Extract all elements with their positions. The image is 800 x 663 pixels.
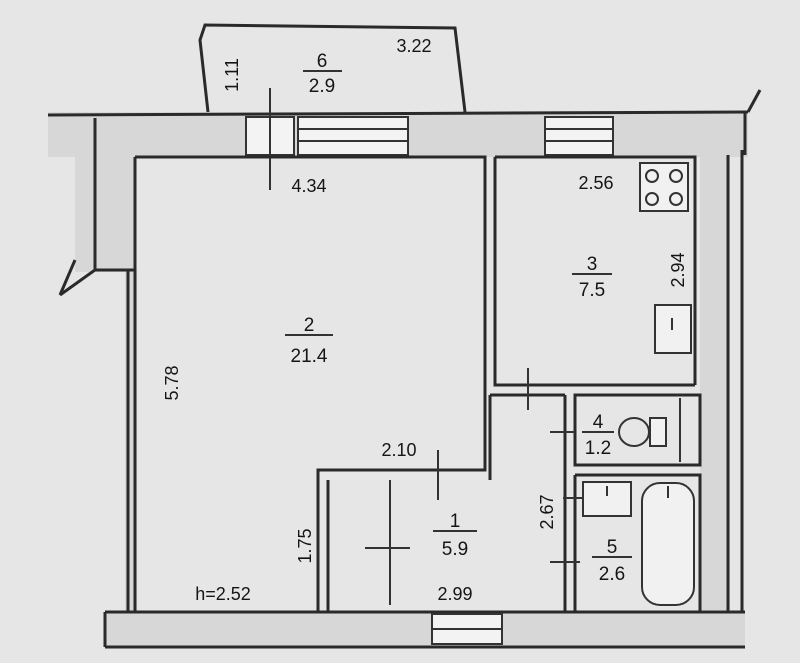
ceiling-height: h=2.52 [195, 584, 251, 604]
dim-kitchen-width: 2.56 [578, 173, 613, 193]
dim-corridor-width: 2.10 [381, 440, 416, 460]
exterior-walls [47, 89, 762, 649]
room-3-area: 7.5 [579, 280, 605, 301]
room-6-number: 6 [317, 51, 328, 72]
windows [297, 116, 614, 645]
toilet-icon [618, 417, 667, 447]
dim-hall-height: 1.75 [295, 528, 315, 563]
dimension-labels: 1.11 3.22 4.34 5.78 2.56 2.94 2.10 2.67 … [162, 36, 688, 604]
dim-balcony-depth: 1.11 [222, 58, 242, 92]
window-kitchen [544, 116, 614, 156]
balcony-door [245, 88, 295, 190]
kitchen-sink-icon [654, 304, 692, 354]
dim-hall-width: 2.99 [437, 584, 472, 604]
room-2-number: 2 [304, 315, 315, 336]
dim-balcony-width: 3.22 [396, 36, 431, 56]
room-1-number: 1 [450, 511, 461, 532]
balcony [198, 23, 467, 113]
room-6-area: 2.9 [309, 76, 335, 97]
room-5-number: 5 [607, 537, 618, 558]
door-marks [365, 368, 585, 605]
dim-living-width: 4.34 [291, 176, 326, 196]
room-3-number: 3 [587, 254, 598, 275]
room-1-area: 5.9 [442, 539, 468, 560]
dim-kitchen-length: 2.94 [668, 252, 688, 287]
room-2-area: 21.4 [291, 346, 328, 367]
dim-corridor-length: 2.67 [537, 494, 557, 529]
stove-icon [639, 162, 689, 212]
room-4-number: 4 [593, 412, 604, 433]
bathtub-icon [641, 482, 695, 606]
room-5-area: 2.6 [599, 564, 625, 585]
window-living [297, 116, 409, 156]
bathroom-sink-icon [582, 481, 632, 517]
dim-living-length: 5.78 [162, 365, 182, 400]
room-labels: 6 2.9 2 21.4 3 7.5 4 1.2 1 5.9 5 2.6 [285, 51, 632, 585]
room-4-area: 1.2 [585, 438, 611, 459]
